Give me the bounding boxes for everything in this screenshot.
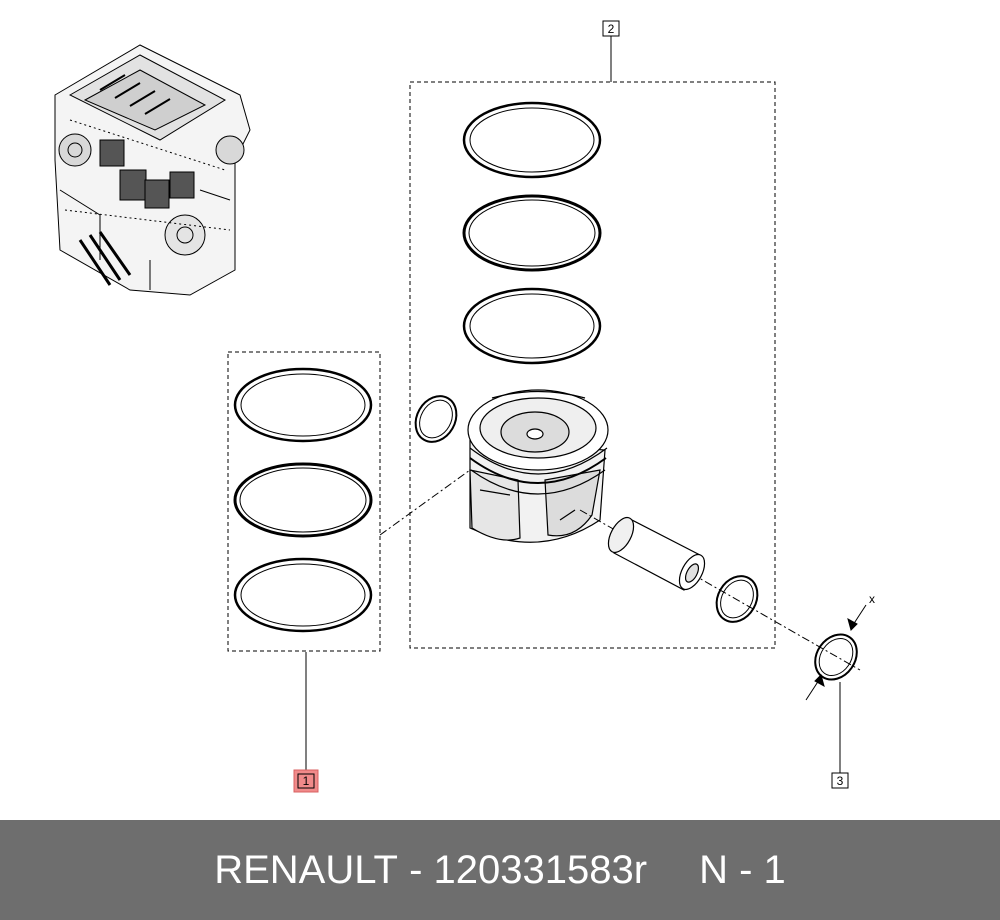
exploded-parts-diagram: x 1 2 3 [54, 20, 875, 793]
assembly-line [379, 469, 471, 536]
quantity-label: N - 1 [699, 847, 786, 892]
brand-name: RENAULT [214, 847, 398, 892]
piston-ring-icon [233, 367, 373, 443]
piston-pin-icon [607, 516, 706, 591]
callout-2: 2 [602, 20, 620, 37]
ring-set-group-box [227, 351, 381, 652]
piston-ring-icon [233, 557, 373, 633]
callout-3: 3 [831, 772, 849, 789]
piston-ring-icon [462, 287, 602, 365]
piston-ring-icon [462, 194, 602, 272]
axis-mark-label: x [869, 592, 875, 606]
dimension-arrows [805, 604, 867, 701]
piston-ring-icon [233, 462, 373, 538]
engine-illustration-icon [54, 44, 251, 296]
callout-1: 1 [293, 769, 319, 793]
circlip-icon [414, 395, 458, 443]
piston-assembly-group-box [409, 81, 776, 649]
callout-3-number: 3 [837, 774, 844, 788]
separator: - [409, 847, 423, 892]
part-info-footer: RENAULT - 120331583r N - 1 [0, 820, 1000, 920]
callout-1-number: 1 [303, 774, 310, 788]
part-number: 120331583r [433, 847, 648, 892]
piston-ring-icon [462, 101, 602, 179]
circlip-icon [715, 575, 759, 623]
circlip-icon [814, 633, 858, 681]
callout-2-number: 2 [608, 22, 615, 36]
piston-icon [467, 389, 609, 543]
